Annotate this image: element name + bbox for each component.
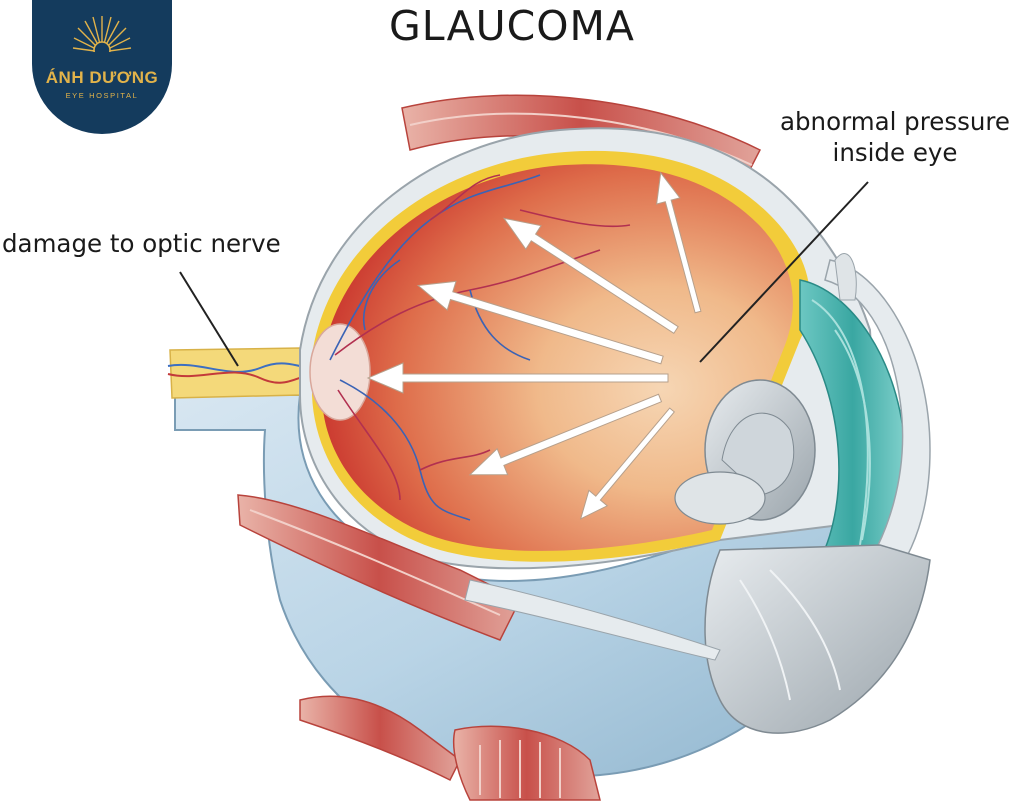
inferior-muscle (299, 695, 601, 801)
pressure-arrow (502, 217, 679, 335)
pressure-leader-line (699, 181, 869, 363)
pressure-arrow (579, 407, 676, 520)
page-title: GLAUCOMA (389, 2, 635, 50)
logo-subtitle: EYE HOSPITAL (65, 91, 139, 100)
pressure-arrow (468, 393, 663, 476)
logo-name: ÁNH DƯƠNG (45, 68, 159, 87)
vitreous-chamber (322, 164, 793, 551)
optic-disc (309, 323, 371, 421)
pressure-arrow (366, 362, 669, 394)
pressure-arrow (416, 280, 664, 365)
pressure-arrow (656, 171, 702, 314)
inferior-band (464, 579, 721, 661)
pressure-arrows (366, 171, 702, 520)
pressure-label-line1: abnormal pressure (779, 107, 1011, 136)
optic-nerve (167, 347, 321, 399)
optic-nerve-label: damage to optic nerve (2, 229, 281, 258)
sun-rays-icon (72, 16, 132, 62)
optic-nerve-leader-line (179, 271, 239, 367)
hospital-logo: ÁNH DƯƠNG EYE HOSPITAL (32, 0, 172, 134)
anterior-segment (674, 253, 931, 601)
pressure-label-line2: inside eye (832, 138, 958, 167)
pressure-label: abnormal pressure inside eye (760, 106, 1024, 168)
ciliary-body (704, 544, 931, 734)
